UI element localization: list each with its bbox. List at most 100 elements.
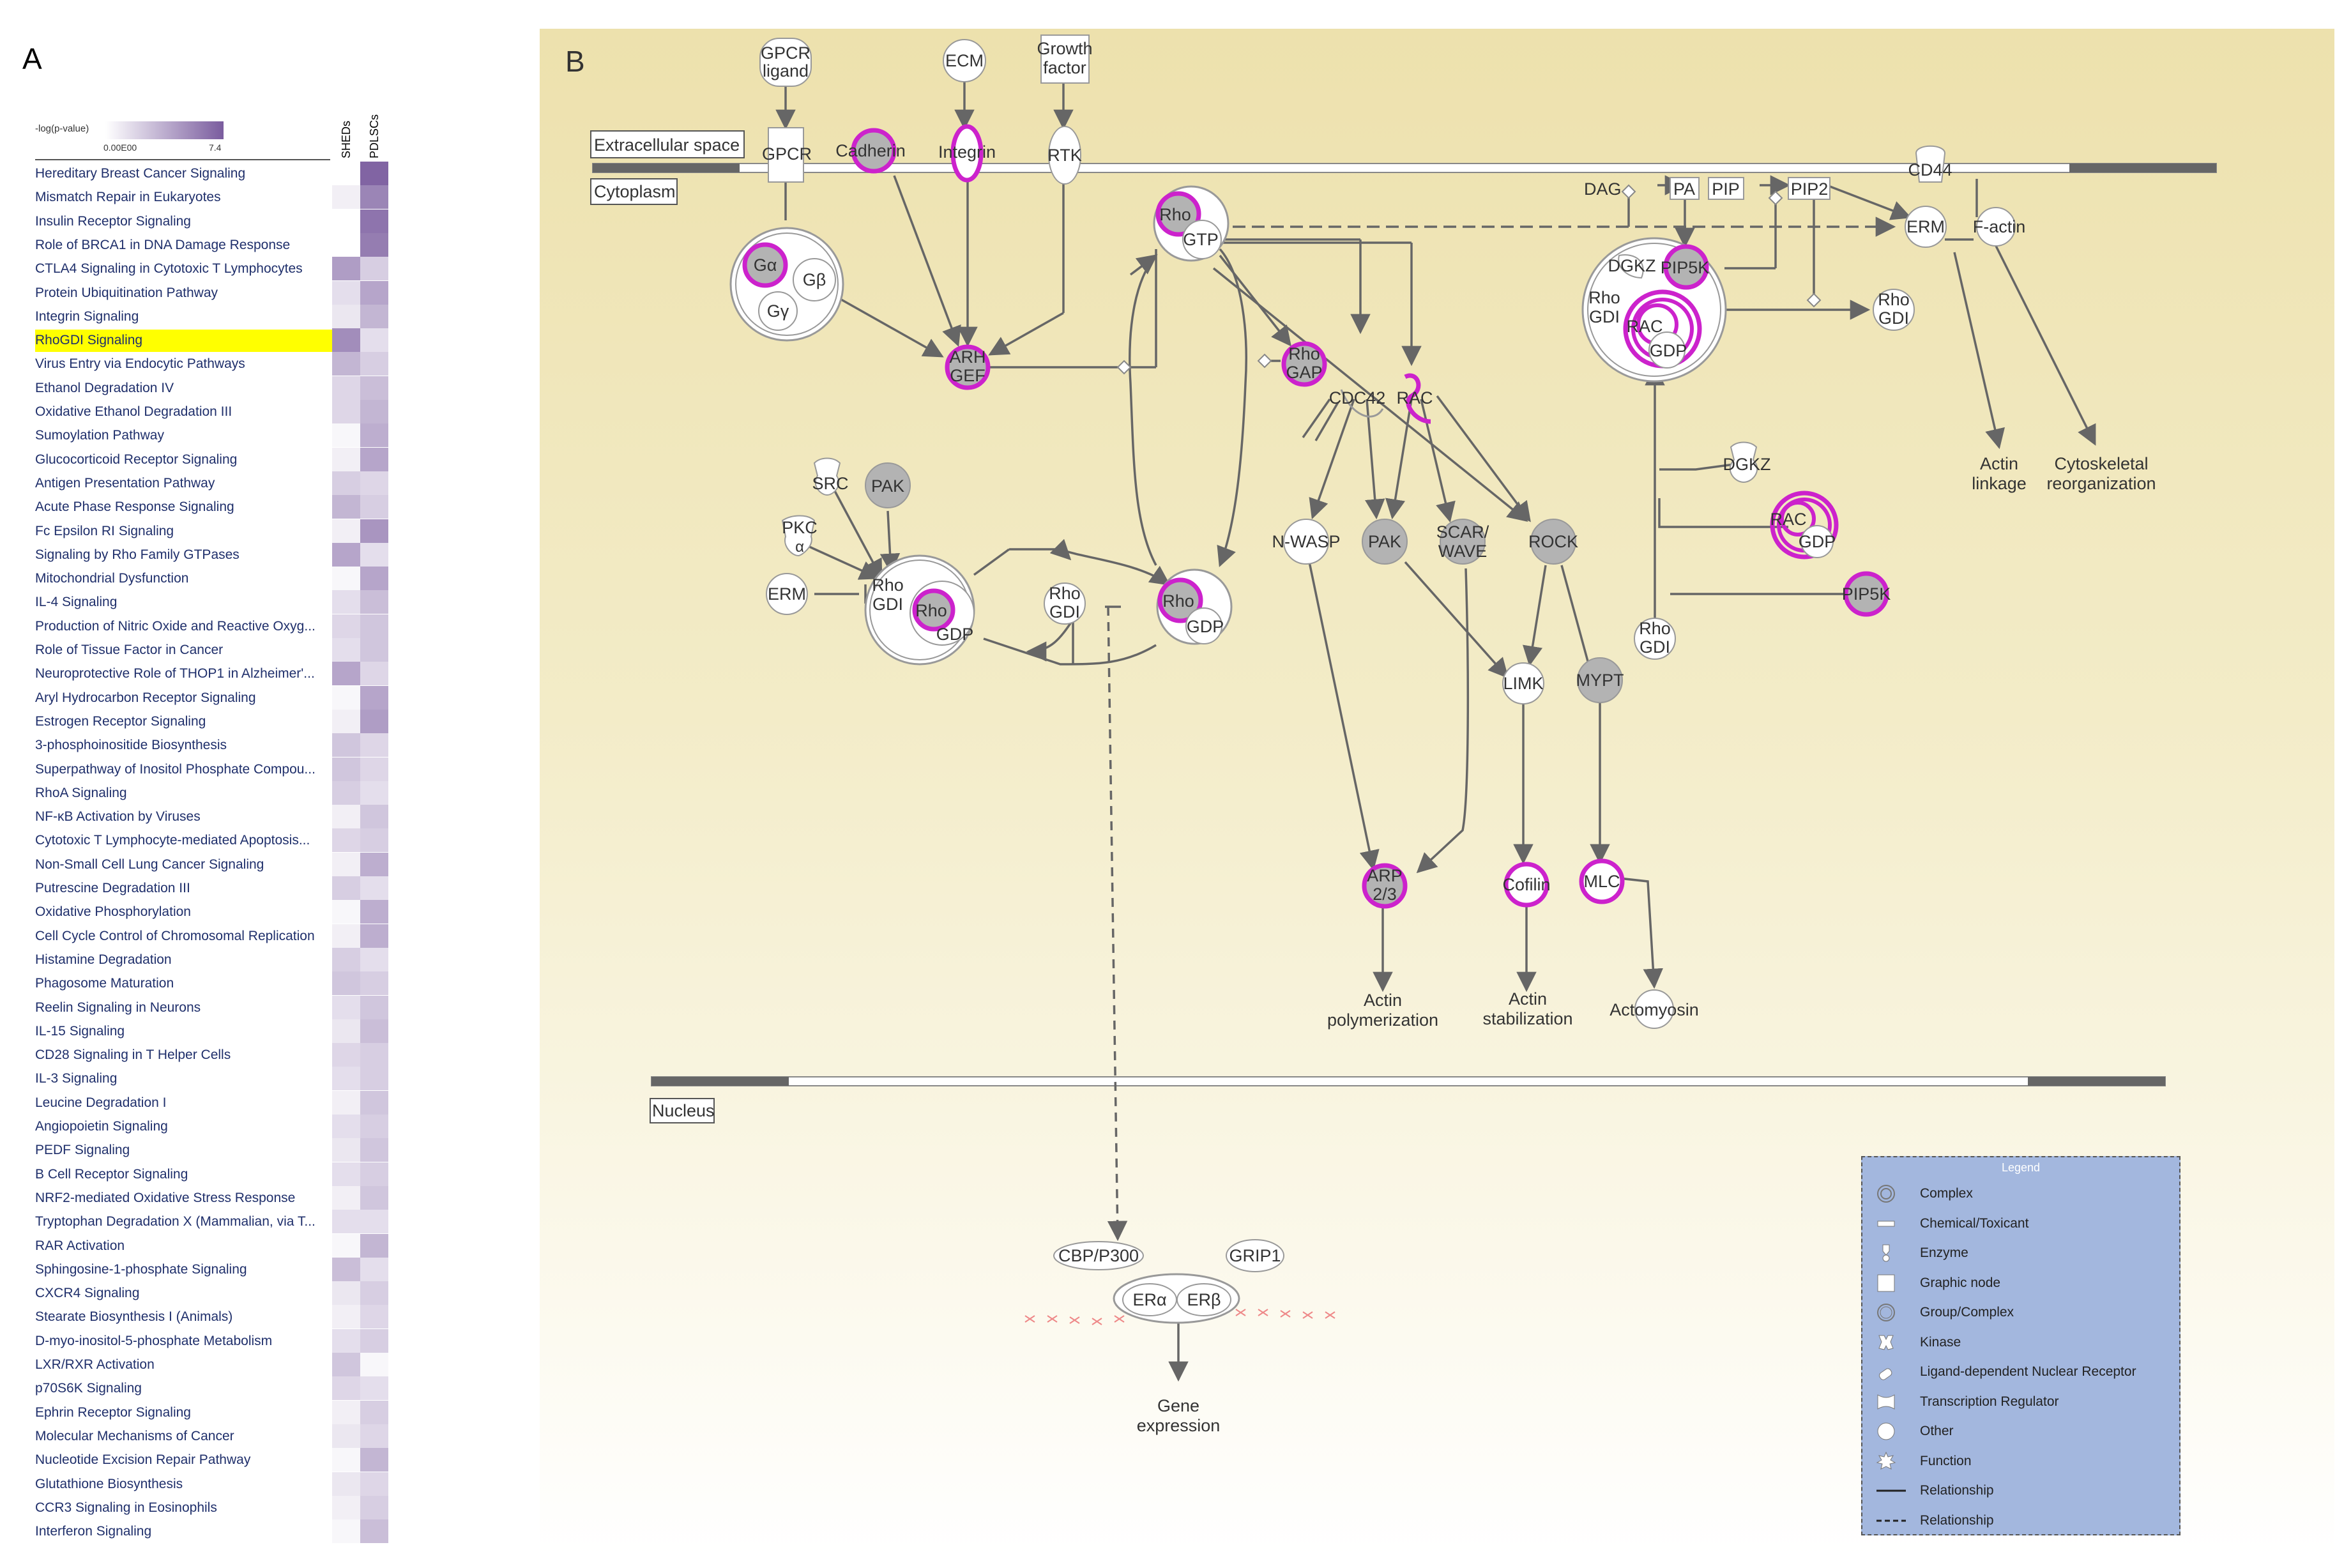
svg-text:ROCK: ROCK: [1528, 532, 1578, 551]
nuclear-membrane: [651, 1076, 2166, 1086]
heat-cell-sheds: [332, 757, 360, 781]
node-nwasp: N-WASP: [1272, 519, 1341, 565]
heat-cell-sheds: [332, 1472, 360, 1496]
heat-cell-sheds: [332, 1162, 360, 1186]
pathway-label: Stearate Biosynthesis I (Animals): [35, 1310, 233, 1325]
plasma-membrane: [592, 163, 2217, 173]
heat-cell-pdlscs: [360, 542, 388, 567]
heat-cell-pdlscs: [360, 1400, 388, 1424]
heat-cell-sheds: [332, 947, 360, 971]
svg-text:CD44: CD44: [1908, 160, 1952, 179]
table-row: Putrescine Degradation III: [0, 876, 396, 900]
heat-cell-sheds: [332, 995, 360, 1019]
pathway-label: Production of Nitric Oxide and Reactive …: [35, 619, 316, 634]
table-row: 3-phosphoinositide Biosynthesis: [0, 733, 396, 757]
function-actomyosin: Actomyosin: [1610, 989, 1699, 1029]
pathway-label: Acute Phase Response Signaling: [35, 500, 234, 515]
node-growth-factor: Growth factor: [1037, 34, 1093, 84]
pathway-label: Protein Ubiquitination Pathway: [35, 285, 218, 300]
heat-cell-sheds: [332, 328, 360, 353]
svg-text:Cytoplasm: Cytoplasm: [594, 182, 676, 201]
svg-text:CDC42: CDC42: [1329, 388, 1386, 407]
pathway-label: B Cell Receptor Signaling: [35, 1167, 188, 1182]
dna-strand: [1024, 1309, 1336, 1325]
table-row: Angiopoietin Signaling: [0, 1115, 396, 1138]
heat-cell-pdlscs: [360, 304, 388, 328]
svg-text:GPCR: GPCR: [761, 43, 811, 63]
table-row: IL-3 Signaling: [0, 1067, 396, 1091]
svg-text:ECM: ECM: [945, 51, 984, 70]
heat-cell-sheds: [332, 1257, 360, 1281]
table-row: Interferon Signaling: [0, 1519, 396, 1544]
heat-cell-sheds: [332, 662, 360, 686]
transcription-regulator-icon: [1875, 1391, 1897, 1413]
node-integrin: Integrin: [938, 124, 996, 183]
pathway-label: RAR Activation: [35, 1238, 125, 1253]
pathway-label: IL-3 Signaling: [35, 1072, 118, 1086]
heatmap-legend-max: 7.4: [209, 142, 222, 153]
svg-text:Actin: Actin: [1980, 454, 2018, 473]
node-pak: PAK: [1362, 519, 1408, 565]
svg-text:Rho: Rho: [1588, 288, 1620, 307]
table-row: Glucocorticoid Receptor Signaling: [0, 447, 396, 471]
table-row: Mitochondrial Dysfunction: [0, 567, 396, 591]
table-row: Aryl Hydrocarbon Receptor Signaling: [0, 685, 396, 710]
legend-item-label: Complex: [1920, 1186, 1973, 1201]
svg-text:Rho: Rho: [915, 601, 947, 620]
table-row: Protein Ubiquitination Pathway: [0, 280, 396, 305]
table-row: Fc Epsilon RI Signaling: [0, 519, 396, 543]
heat-cell-sheds: [332, 376, 360, 400]
kinase-icon: [1875, 1332, 1897, 1353]
heat-cell-sheds: [332, 1376, 360, 1401]
heat-cell-sheds: [332, 971, 360, 996]
node-cytoskeletal: Cytoskeletal reorganization: [2046, 454, 2156, 493]
svg-text:Gβ: Gβ: [803, 270, 826, 289]
panel-b-letter: B: [565, 45, 585, 78]
heat-cell-sheds: [332, 423, 360, 448]
heat-cell-sheds: [332, 709, 360, 733]
heat-cell-pdlscs: [360, 590, 388, 614]
heat-cell-pdlscs: [360, 1067, 388, 1091]
svg-text:linkage: linkage: [1972, 474, 2027, 493]
svg-text:Rho: Rho: [1159, 205, 1191, 224]
pathway-label: Histamine Degradation: [35, 952, 172, 967]
pathway-label: Virus Entry via Endocytic Pathways: [35, 357, 245, 372]
node-ecm: ECM: [943, 39, 986, 82]
svg-text:GTP: GTP: [1183, 230, 1219, 249]
legend-item-label: Other: [1920, 1424, 1954, 1438]
function-gene-expression: Gene expression: [1137, 1396, 1221, 1435]
pathway-label: Putrescine Degradation III: [35, 881, 190, 895]
legend-item-label: Transcription Regulator: [1920, 1394, 2059, 1409]
heat-cell-pdlscs: [360, 1353, 388, 1376]
svg-text:SRC: SRC: [812, 474, 848, 493]
heat-cell-pdlscs: [360, 685, 388, 710]
svg-text:ERβ: ERβ: [1187, 1290, 1221, 1309]
heat-cell-pdlscs: [360, 971, 388, 996]
legend-title: Legend: [2001, 1161, 2041, 1174]
heat-cell-pdlscs: [360, 1162, 388, 1186]
heat-cell-pdlscs: [360, 780, 388, 805]
table-row: IL-15 Signaling: [0, 1019, 396, 1043]
svg-text:RTK: RTK: [1047, 146, 1082, 165]
heat-cell-sheds: [332, 495, 360, 519]
svg-text:GRIP1: GRIP1: [1229, 1246, 1281, 1265]
table-row: Phagosome Maturation: [0, 971, 396, 996]
svg-text:Rho: Rho: [872, 575, 904, 595]
heat-cell-sheds: [332, 1067, 360, 1091]
pathway-label: Hereditary Breast Cancer Signaling: [35, 167, 246, 181]
node-rock: ROCK: [1528, 519, 1578, 565]
table-row: CTLA4 Signaling in Cytotoxic T Lymphocyt…: [0, 257, 396, 281]
heat-cell-sheds: [332, 1424, 360, 1448]
pathway-label: Mismatch Repair in Eukaryotes: [35, 190, 221, 205]
heat-cell-pdlscs: [360, 471, 388, 495]
pathway-label: Fc Epsilon RI Signaling: [35, 524, 174, 538]
heat-cell-pdlscs: [360, 1210, 388, 1234]
heat-cell-pdlscs: [360, 423, 388, 448]
svg-text:PA: PA: [1673, 179, 1695, 199]
node-er-complex: ERα ERβ: [1113, 1273, 1240, 1324]
heat-cell-pdlscs: [360, 828, 388, 853]
heat-cell-sheds: [332, 1519, 360, 1544]
table-row: Histamine Degradation: [0, 947, 396, 971]
node-erm-left: ERM: [766, 573, 808, 615]
heat-cell-sheds: [332, 1353, 360, 1376]
